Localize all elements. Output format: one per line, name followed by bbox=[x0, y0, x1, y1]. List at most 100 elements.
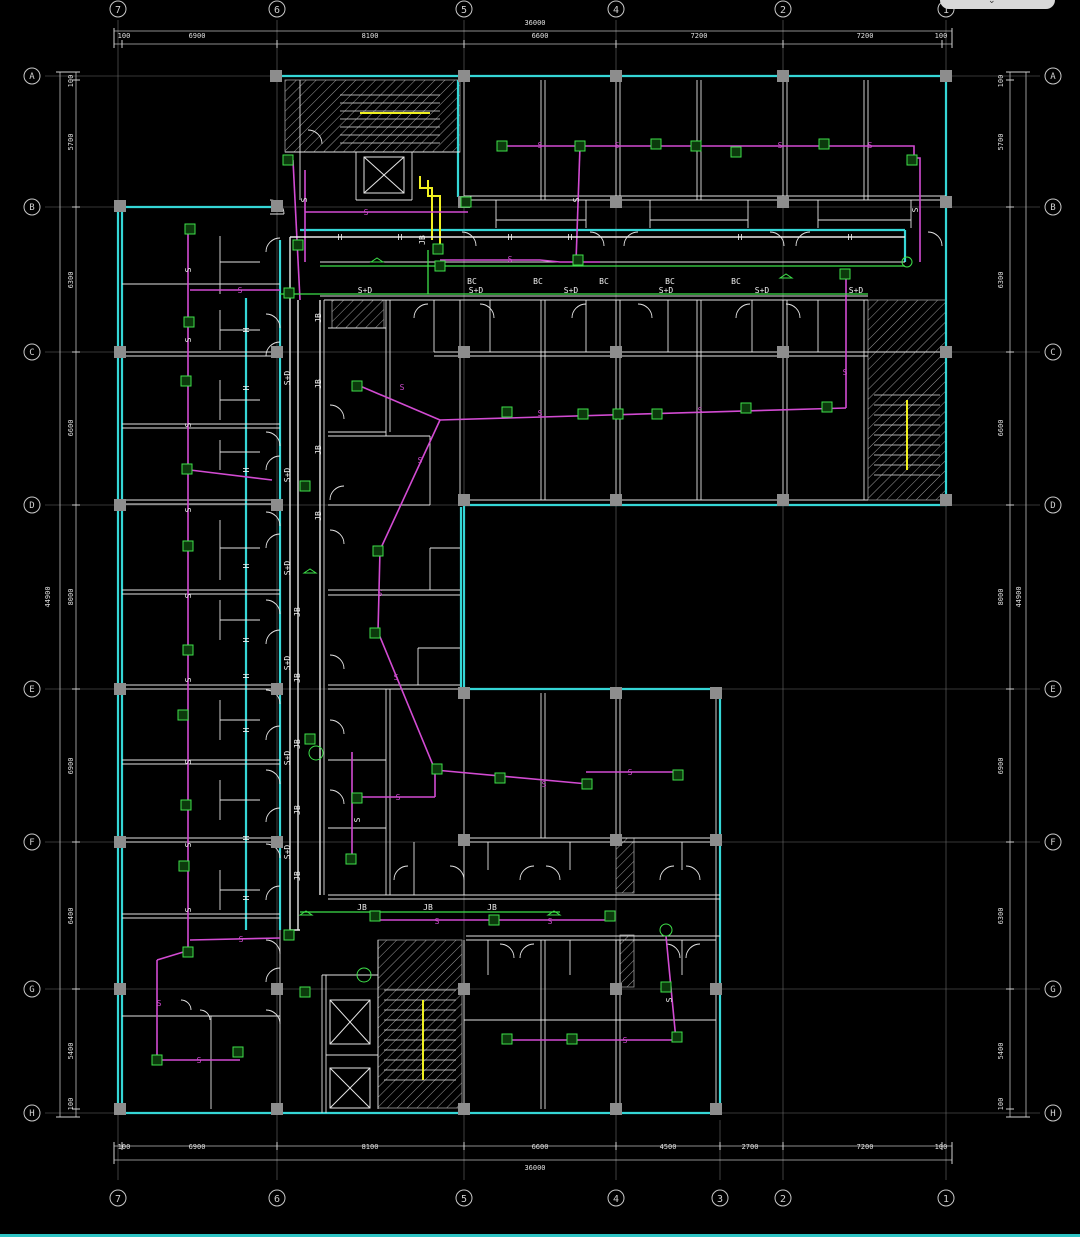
dimension-lines bbox=[59, 30, 1027, 1161]
right-dim-6: 6300 bbox=[997, 908, 1005, 925]
left-dim-0: 100 bbox=[67, 75, 75, 88]
vpipe-s-7: S bbox=[184, 759, 193, 764]
axis-label-bottom-4: 4 bbox=[613, 1194, 619, 1205]
vpipe-s-11: S bbox=[572, 197, 581, 202]
bottom-dim-2: 8100 bbox=[362, 1143, 379, 1151]
right-dim-2: 6300 bbox=[997, 272, 1005, 289]
axis-label-right-f: F bbox=[1050, 838, 1055, 848]
axis-bubbles-bottom bbox=[109, 1189, 955, 1207]
vpipe-h-5: H bbox=[242, 637, 251, 642]
pipe-label-s-8: S bbox=[400, 383, 405, 392]
bottom-dim-7: 100 bbox=[935, 1143, 948, 1151]
pipe-label-h-5: H bbox=[738, 233, 743, 242]
pipe-label-s-20: S bbox=[239, 935, 244, 944]
pipe-label-bc-5: BC bbox=[731, 277, 741, 286]
vpipe-h-2: H bbox=[242, 385, 251, 390]
top-dim-6: 100 bbox=[935, 32, 948, 40]
axis-grid bbox=[45, 20, 1040, 1180]
top-dim-4: 7200 bbox=[691, 32, 708, 40]
axis-label-left-h: H bbox=[29, 1109, 34, 1119]
axis-label-right-d: D bbox=[1050, 501, 1055, 511]
right-dim-3: 6600 bbox=[997, 420, 1005, 437]
pipe-label-bc-3: BC bbox=[599, 277, 609, 286]
stair-yellow-rails bbox=[360, 112, 908, 1080]
bottom-dim-3: 6600 bbox=[532, 1143, 549, 1151]
pipe-label-s-6: S bbox=[508, 255, 513, 264]
vpipe-jb-2: JB bbox=[314, 379, 323, 389]
vpipe-s-3: S bbox=[184, 422, 193, 427]
vpipe-jb-4: JB bbox=[314, 511, 323, 521]
left-dim-2: 6300 bbox=[67, 272, 75, 289]
bottom-dim-1: 6900 bbox=[189, 1143, 206, 1151]
bottom-dim-5: 2700 bbox=[742, 1143, 759, 1151]
vpipe-sd-6: S+D bbox=[283, 845, 292, 860]
elevator-shafts bbox=[329, 156, 405, 1109]
pipe-label-s-16: S bbox=[628, 768, 633, 777]
left-dim-5: 6900 bbox=[67, 758, 75, 775]
vpipe-s-5: S bbox=[184, 593, 193, 598]
pipe-label-h-6: H bbox=[848, 233, 853, 242]
axis-label-top-2: 2 bbox=[780, 5, 786, 16]
pipe-label-jb-2: JB bbox=[423, 903, 433, 912]
pipe-label-sd-4: S+D bbox=[659, 286, 674, 295]
top-total: 36000 bbox=[524, 19, 545, 27]
pipe-label-h-3: H bbox=[508, 233, 513, 242]
vpipe-s-9: S bbox=[184, 907, 193, 912]
pipe-label-s-22: S bbox=[623, 1036, 628, 1045]
axis-label-top-6: 6 bbox=[274, 5, 280, 16]
axis-label-left-d: D bbox=[29, 501, 34, 511]
pipe-label-s-9: S bbox=[538, 409, 543, 418]
axis-label-bottom-2: 2 bbox=[780, 1194, 786, 1205]
vpipe-sd-4: S+D bbox=[283, 656, 292, 671]
pipe-label-s-4: S bbox=[868, 141, 873, 150]
right-dim-5: 6900 bbox=[997, 758, 1005, 775]
pipe-label-s-12: S bbox=[418, 456, 423, 465]
pipe-label-sd-5: S+D bbox=[755, 286, 770, 295]
vpipe-s-2: S bbox=[184, 337, 193, 342]
pipe-label-s-15: S bbox=[396, 793, 401, 802]
window-handle[interactable]: ⌄ bbox=[940, 0, 1055, 9]
vpipe-jb-9: JB bbox=[293, 871, 302, 881]
vpipe-jb-8: JB bbox=[293, 805, 302, 815]
axis-label-top-7: 7 bbox=[115, 5, 121, 16]
pipe-label-s-14: S bbox=[394, 673, 399, 682]
left-dim-3: 6600 bbox=[67, 420, 75, 437]
axis-label-top-5: 5 bbox=[461, 5, 467, 16]
vpipe-s-4: S bbox=[184, 507, 193, 512]
green-lines bbox=[280, 250, 905, 913]
axis-label-right-a: A bbox=[1050, 72, 1056, 82]
columns bbox=[114, 70, 952, 1115]
left-dim-8: 100 bbox=[67, 1098, 75, 1111]
pipe-label-h-2: H bbox=[398, 233, 403, 242]
pipe-label-s-21: S bbox=[197, 1056, 202, 1065]
top-dim-5: 7200 bbox=[857, 32, 874, 40]
chevron-down-icon: ⌄ bbox=[988, 0, 996, 6]
pipe-label-s-1: S bbox=[538, 141, 543, 150]
pipe-label-sd-1: S+D bbox=[358, 286, 373, 295]
vpipe-s-12: S bbox=[911, 207, 920, 212]
top-dim-3: 6600 bbox=[532, 32, 549, 40]
door-swings bbox=[180, 129, 943, 1025]
vpipe-s-6: S bbox=[184, 677, 193, 682]
left-dim-6: 6400 bbox=[67, 908, 75, 925]
bottom-dim-0: 100 bbox=[118, 1143, 131, 1151]
right-dim-1: 5700 bbox=[997, 134, 1005, 151]
axis-label-bottom-1: 1 bbox=[943, 1194, 949, 1205]
pipe-label-s-3: S bbox=[778, 141, 783, 150]
pipe-label-jb-1: JB bbox=[357, 903, 367, 912]
axis-bubbles-right bbox=[1044, 67, 1062, 1122]
bottom-total: 36000 bbox=[524, 1164, 545, 1172]
pipe-label-bc-1: BC bbox=[467, 277, 477, 286]
pipe-label-s-18: S bbox=[435, 917, 440, 926]
plumbing-fixtures bbox=[151, 138, 918, 1066]
left-dim-1: 5700 bbox=[67, 134, 75, 151]
axis-label-right-b: B bbox=[1050, 203, 1055, 213]
axis-label-bottom-3: 3 bbox=[717, 1194, 723, 1205]
top-dim-2: 8100 bbox=[362, 32, 379, 40]
axis-label-left-b: B bbox=[29, 203, 34, 213]
vpipe-h-7: H bbox=[242, 727, 251, 732]
dimension-ticks bbox=[56, 28, 1030, 1164]
vpipe-s-10: S bbox=[300, 197, 309, 202]
vpipe-sd-2: S+D bbox=[283, 468, 292, 483]
